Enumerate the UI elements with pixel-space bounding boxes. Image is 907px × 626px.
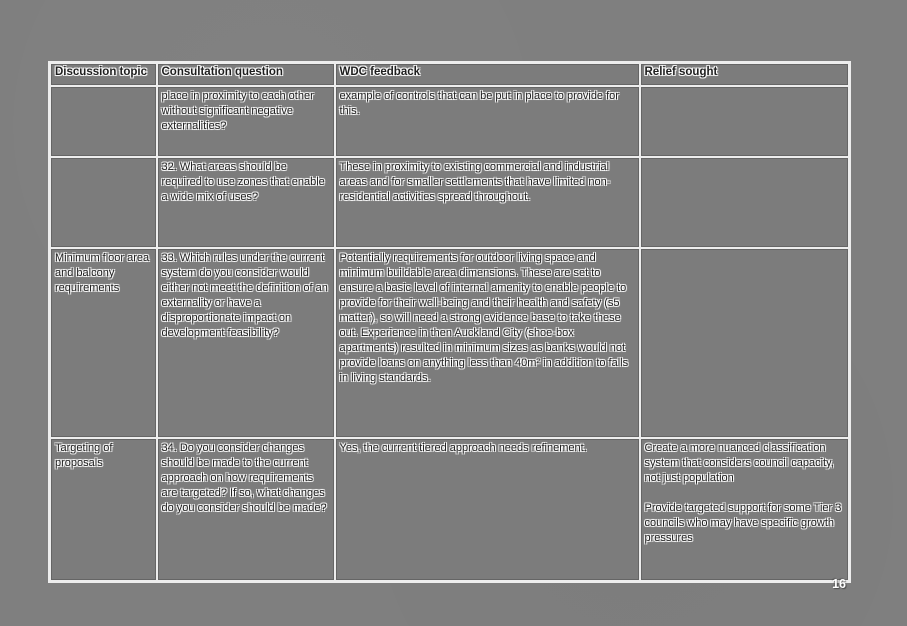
cell-question: 32. What areas should be required to use… — [155, 156, 336, 249]
column-header-wdc-feedback: WDC feedback — [333, 61, 641, 87]
consultation-feedback-table: Discussion topic Consultation question W… — [48, 61, 851, 583]
column-header-discussion-topic: Discussion topic — [48, 61, 158, 87]
table-row: Minimum floor area and balcony requireme… — [48, 247, 851, 439]
cell-relief: Create a more nuanced classification sys… — [638, 437, 851, 583]
table-row: 32. What areas should be required to use… — [48, 156, 851, 249]
cell-feedback: These in proximity to existing commercia… — [333, 156, 641, 249]
column-header-consultation-question: Consultation question — [155, 61, 336, 87]
page-number: 16 — [832, 577, 846, 591]
table-row: Targeting of proposals 34. Do you consid… — [48, 437, 851, 583]
cell-feedback: Yes, the current tiered approach needs r… — [333, 437, 641, 583]
table-row: place in proximity to each other without… — [48, 85, 851, 158]
cell-question: place in proximity to each other without… — [155, 85, 336, 158]
cell-relief — [638, 247, 851, 439]
cell-feedback: example of controls that can be put in p… — [333, 85, 641, 158]
cell-topic — [48, 156, 158, 249]
column-header-relief-sought: Relief sought — [638, 61, 851, 87]
cell-topic: Minimum floor area and balcony requireme… — [48, 247, 158, 439]
cell-question: 34. Do you consider changes should be ma… — [155, 437, 336, 583]
cell-relief — [638, 85, 851, 158]
table-header-row: Discussion topic Consultation question W… — [48, 61, 851, 87]
cell-feedback: Potentially requirements for outdoor liv… — [333, 247, 641, 439]
cell-topic — [48, 85, 158, 158]
cell-topic: Targeting of proposals — [48, 437, 158, 583]
cell-relief — [638, 156, 851, 249]
cell-question: 33. Which rules under the current system… — [155, 247, 336, 439]
